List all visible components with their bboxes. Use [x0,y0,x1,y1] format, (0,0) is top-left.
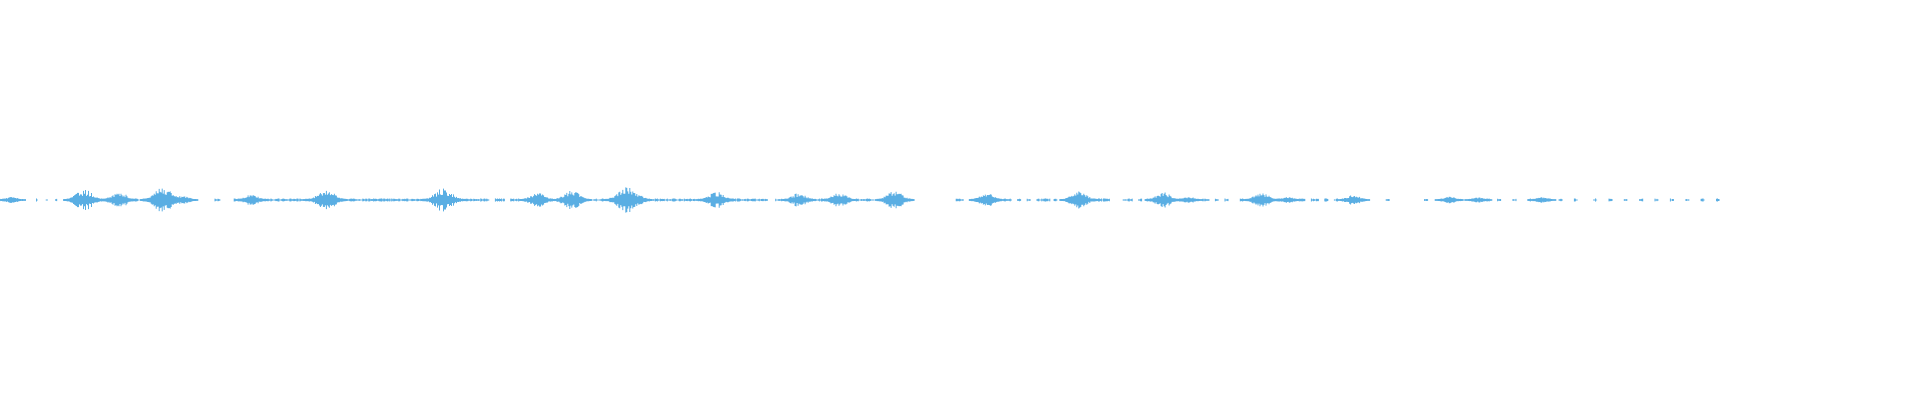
waveform-segment [1669,198,1674,202]
waveform-segment [1053,198,1058,202]
waveform-bursts [0,187,1557,213]
waveform-burst [1173,197,1203,203]
waveform-segment [1333,198,1338,202]
waveform-burst [696,192,736,208]
waveform-burst [551,190,593,210]
waveform-burst [63,190,106,210]
waveform-segment [1122,198,1133,202]
waveform-burst [1273,197,1303,203]
waveform-burst [0,197,26,203]
waveform-segment [1026,198,1031,202]
waveform-segment [1497,198,1502,202]
waveform-segment [1214,198,1219,202]
waveform-burst [234,195,268,205]
waveform-burst [968,194,1005,206]
waveform-burst [1059,191,1099,209]
waveform-burst [1242,193,1280,207]
waveform-burst [1434,196,1464,204]
waveform-burst [1527,197,1557,203]
waveform-burst [820,193,858,207]
waveform-segment [1017,198,1022,202]
waveform-burst [874,191,915,209]
waveform-segment [1685,198,1690,202]
waveform-burst [603,187,653,213]
waveform-segment [855,198,874,202]
waveform-segment [1385,198,1390,202]
waveform-segment [55,198,58,202]
waveform-segment [45,199,48,201]
waveform-segment [1224,198,1229,202]
waveform-segment [1036,198,1051,202]
waveform-segment [1573,198,1578,202]
waveform-segment [1639,198,1644,202]
waveform-segment [214,198,221,202]
waveform-segment [1239,198,1244,202]
waveform-burst [99,193,139,207]
waveform-burst [1464,197,1493,203]
waveform-burst [519,193,557,207]
waveform-burst [304,190,348,210]
waveform-segment [1512,198,1517,202]
waveform-segment [36,198,38,202]
waveform-segment [339,198,490,202]
waveform-segment [1623,199,1628,201]
waveform-segment [1424,198,1429,202]
waveform-segment [955,198,964,202]
waveform-burst [166,196,199,204]
waveform-segment [1700,198,1705,202]
waveform-segment [1138,198,1143,202]
waveform-burst [421,188,466,212]
waveform-segment [1593,198,1598,202]
waveform-segment [1324,198,1329,202]
waveform-segment [494,198,505,202]
waveform-burst [1337,195,1371,205]
waveform-segment [1654,198,1659,202]
waveform-burst [780,193,817,207]
waveform-segment [1716,198,1720,202]
waveform-segment [1310,198,1319,202]
waveform-segment [1608,198,1613,202]
waveform-segment [1558,198,1563,202]
waveform-segment [1003,198,1012,202]
